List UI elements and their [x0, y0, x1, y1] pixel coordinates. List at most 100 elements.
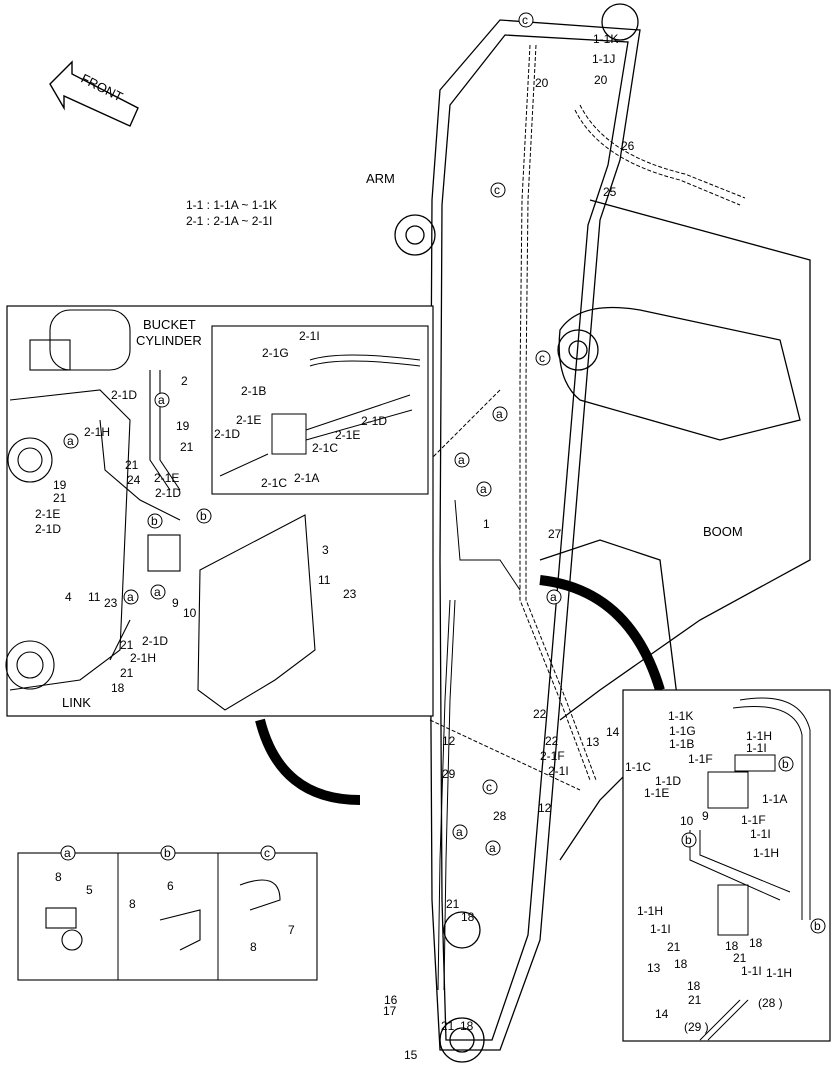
inset-arm-valve: [622, 689, 831, 1042]
rinset-lbl-1-1H-c: 1-1H: [637, 904, 663, 918]
inset-callout-b1: b: [151, 514, 158, 528]
lbl-1: 1: [483, 517, 490, 531]
inset-lbl-23-b: 23: [104, 596, 118, 610]
detail-lbl-2-1A: 2-1A: [294, 471, 319, 485]
inset-lbl-21-b: 21: [125, 458, 139, 472]
rinset-lbl-1-1C: 1-1C: [625, 760, 651, 774]
inset-lbl-2-1D-c: 2-1D: [35, 522, 61, 536]
lbl-21-main: 21: [446, 897, 460, 911]
callout-c-label: c: [264, 846, 270, 860]
lbl-18-bottom: 18: [460, 1019, 474, 1033]
lbl-22-b: 22: [545, 734, 559, 748]
lbl-16: 16: [384, 993, 398, 1007]
rinset-lbl-1-1H-d: 1-1H: [766, 966, 792, 980]
arm-callout-a2: a: [458, 453, 465, 467]
arm-callouts: c c c a a a a c a a a a b b a a b b b: [63, 12, 826, 934]
inset-callout-a4: a: [154, 585, 161, 599]
cylinder-label: CYLINDER: [136, 333, 202, 348]
part-5: 5: [86, 883, 93, 897]
inset-bucket-cylinder: BUCKET CYLINDER LINK: [5, 305, 434, 717]
inset-lbl-11-a: 11: [318, 573, 331, 587]
link-label: LINK: [62, 695, 91, 710]
inset-callout-a1: a: [67, 434, 74, 448]
lbl-2-1F-main: 2-1F: [540, 749, 565, 763]
part-labels: 1-1K 1-1J 20 20 26 25 1 27 22 22 13 14 2…: [35, 32, 792, 1062]
rinset-lbl-1-1A: 1-1A: [762, 792, 787, 806]
lbl-28-main: 28: [493, 809, 507, 823]
rinset-lbl-1-1I-a: 1-1I: [746, 741, 767, 755]
rinset-lbl-1-1I-b: 1-1I: [750, 827, 771, 841]
lbl-18-main: 18: [461, 910, 475, 924]
inset-lbl-21-d: 21: [120, 638, 134, 652]
part-8-b: 8: [129, 897, 136, 911]
detail-lbl-2-1D-a: 2-1D: [361, 414, 387, 428]
lbl-1-1K-top: 1-1K: [593, 32, 618, 46]
rinset-lbl-9: 9: [702, 809, 709, 823]
rinset-lbl-1-1D: 1-1D: [655, 774, 681, 788]
arm-callout-c4: c: [486, 780, 492, 794]
right-callout-b1: b: [782, 757, 789, 771]
inset-lbl-2-1D-d: 2-1D: [142, 634, 168, 648]
detail-lbl-2-1E-a: 2-1E: [236, 413, 261, 427]
connector-arc-left: [255, 718, 361, 805]
part-8-a: 8: [55, 870, 62, 884]
bucket-label: BUCKET: [143, 317, 196, 332]
lbl-12-a: 12: [442, 734, 456, 748]
inset-lbl-2-1D-a: 2-1D: [111, 388, 137, 402]
lbl-27: 27: [548, 527, 562, 541]
callout-b-label: b: [164, 846, 171, 860]
inset-lbl-19-b: 19: [53, 478, 67, 492]
inset-lbl-2-1E-b: 2-1E: [35, 507, 60, 521]
detail-lbl-2-1E-b: 2-1E: [335, 428, 360, 442]
part-7: 7: [288, 923, 295, 937]
detail-lbl-2-1C-b: 2-1C: [261, 476, 287, 490]
rinset-lbl-18-c: 18: [674, 957, 688, 971]
lbl-22-a: 22: [533, 707, 547, 721]
rinset-lbl-1-1K: 1-1K: [668, 709, 693, 723]
inset-lbl-9: 9: [172, 596, 179, 610]
rinset-lbl-18-b: 18: [725, 939, 739, 953]
inset-lbl-2-1D-b: 2-1D: [155, 486, 181, 500]
lbl-25: 25: [603, 185, 617, 199]
inset-valve-detail: [211, 325, 429, 495]
inset-lbl-2-1H-a: 2-1H: [84, 425, 110, 439]
rinset-lbl-21-b: 21: [733, 951, 747, 965]
detail-lbl-2-1I: 2-1I: [299, 329, 320, 343]
inset-lbl-24: 24: [127, 473, 141, 487]
lbl-13-main: 13: [586, 735, 600, 749]
lbl-15: 15: [404, 1048, 418, 1062]
rinset-lbl-1-1H-a: 1-1H: [746, 729, 772, 743]
inset-lbl-23-a: 23: [343, 587, 357, 601]
arm-callout-a1: a: [496, 407, 503, 421]
inset-lbl-21-e: 21: [120, 666, 134, 680]
lbl-20-b: 20: [594, 73, 608, 87]
detail-lbl-2-1G: 2-1G: [262, 346, 289, 360]
detail-lbl-2-1C-a: 2-1C: [312, 441, 338, 455]
lbl-2-1I-main: 2-1I: [548, 764, 569, 778]
rinset-lbl-18-d: 18: [687, 979, 701, 993]
lbl-12-b: 12: [538, 801, 552, 815]
rinset-lbl-13: 13: [647, 961, 661, 975]
rinset-lbl-1-1E: 1-1E: [644, 786, 669, 800]
rinset-lbl-1-1G: 1-1G: [669, 724, 696, 738]
arm-label: ARM: [366, 171, 395, 186]
lbl-17: 17: [383, 1004, 397, 1018]
lbl-1-1J-top: 1-1J: [592, 52, 615, 66]
rinset-lbl-1-1I-c: 1-1I: [650, 922, 671, 936]
part-8-c: 8: [250, 940, 257, 954]
inset-lbl-11-b: 11: [88, 590, 101, 604]
lbl-26: 26: [621, 139, 635, 153]
right-callout-b2: b: [685, 833, 692, 847]
legend-line-1: 1-1 : 1-1A ~ 1-1K: [186, 198, 277, 212]
rinset-lbl-29: (29 ): [684, 1020, 709, 1034]
hose-lines: [429, 44, 746, 991]
inset-callout-b2: b: [200, 509, 207, 523]
arm-callout-a5: a: [456, 825, 463, 839]
lbl-29-main: 29: [442, 767, 456, 781]
connector-arc-right: [539, 575, 665, 692]
lbl-21-bottom: 21: [441, 1019, 455, 1033]
front-arrow: FRONT: [49, 60, 139, 127]
inset-lbl-19-a: 19: [176, 419, 190, 433]
rinset-lbl-1-1F-b: 1-1F: [741, 813, 766, 827]
arm-callout-a6: a: [489, 841, 496, 855]
